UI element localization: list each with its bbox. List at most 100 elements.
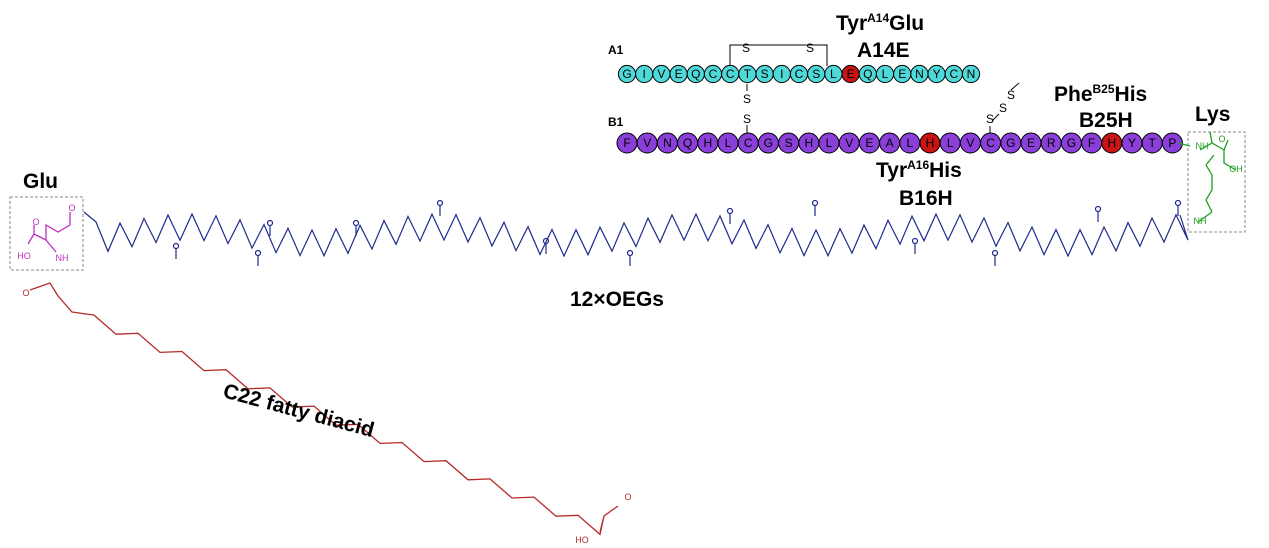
mutation-b16-name: TyrA16His — [876, 158, 962, 182]
chain-b-residue-letter: L — [906, 136, 913, 150]
carbonyl-oxygen — [991, 249, 999, 257]
glu-box — [9, 196, 84, 271]
mutation-a14-name: TyrA14Glu — [836, 11, 924, 35]
sulfur-atom: S — [806, 41, 814, 55]
chain-a-residue: S — [755, 64, 774, 84]
carbonyl-oxygen — [436, 199, 444, 207]
chain-a-residue: E — [669, 64, 688, 84]
chain-a-residue-letter: T — [744, 67, 752, 81]
chain-a-residue-letter: N — [915, 67, 924, 81]
chain-a-residue-letter: S — [761, 67, 769, 81]
chain-a-residue-letter: L — [882, 67, 889, 81]
chain-b-residue-letter: G — [1006, 136, 1015, 150]
chain-b-residue-letter: E — [865, 136, 873, 150]
chain-b-residue: V — [959, 132, 981, 154]
chain-b-residue-letter: R — [1047, 136, 1056, 150]
lys-moiety: Lys NH O OH NH — [1177, 103, 1246, 233]
mutation-b16-code: B16H — [899, 187, 953, 210]
chain-a-residue-letter: C — [795, 67, 804, 81]
chain-a-residue: E — [893, 64, 912, 84]
chain-b-residue-letter: L — [725, 136, 732, 150]
chain-a-residue: S — [807, 64, 826, 84]
glu-moiety: Glu O HO O NH — [9, 170, 84, 271]
chain-a-residue-letter: I — [780, 67, 783, 81]
lys-oh-text: OH — [1229, 164, 1243, 174]
disulfide-bonds — [729, 44, 1020, 133]
chain-a-residue: Q — [686, 64, 705, 84]
chain-b-residue: H — [798, 132, 820, 154]
chain-b-residue-letter: N — [663, 136, 672, 150]
chain-b-residue-letter: H — [804, 136, 813, 150]
carbonyl-oxygen — [266, 219, 274, 227]
fatty-o2-text: O — [624, 492, 631, 502]
carbonyl-oxygen — [542, 237, 550, 245]
chain-a-residue-letter: Q — [691, 67, 700, 81]
chain-b-residue: T — [1141, 132, 1163, 154]
chain-b-residue-letter: H — [926, 136, 935, 150]
sulfur-atoms: S S S S S S S — [742, 41, 1015, 126]
chain-b-residue: H — [1101, 132, 1123, 154]
chain-a-residue-letter: C — [726, 67, 735, 81]
chain-b-residue: P — [1161, 132, 1183, 154]
chain-a-residue: C — [721, 64, 740, 84]
oeg-linker — [83, 199, 1189, 266]
chain-b-residue-letter: P — [1168, 136, 1176, 150]
carbonyl-oxygen — [352, 219, 360, 227]
chain-b-residue: V — [838, 132, 860, 154]
chain-b-residue-bead — [1161, 132, 1183, 154]
mutation-a14-code: A14E — [857, 39, 910, 62]
chain-b-label: B1 — [608, 115, 624, 129]
chain-b-residue-letter: G — [764, 136, 773, 150]
chain-b-residue: G — [1000, 132, 1022, 154]
chain-b-residue-letter: V — [643, 136, 651, 150]
carbonyl-oxygen — [254, 249, 262, 257]
chain-b-residue-letter: F — [623, 136, 630, 150]
chain-b-residue: L — [899, 132, 921, 154]
mutation-label-b25: PheB25His B25H — [1054, 82, 1147, 132]
chain-a-residue: L — [824, 64, 843, 84]
lys-label: Lys — [1195, 103, 1230, 126]
chain-a-residue: L — [875, 64, 895, 84]
chain-b-residue: C — [980, 132, 1002, 154]
chain-b-residue-letter: L — [826, 136, 833, 150]
chain-a-residue-letter: L — [830, 67, 837, 81]
chain-b-residue-letter: A — [886, 136, 894, 150]
chain-b-residue: R — [1040, 132, 1062, 154]
chain-a-residue: G — [617, 64, 637, 84]
fatty-chain — [29, 282, 619, 536]
fatty-label: C22 fatty diacid — [221, 380, 377, 442]
carbonyl-oxygen — [726, 207, 734, 215]
sulfur-atom: S — [743, 112, 751, 126]
chain-a-residue-letter: E — [898, 67, 906, 81]
mutation-b25-name: PheB25His — [1054, 82, 1147, 106]
chain-b-residue: E — [1020, 132, 1042, 154]
chain-b-residue: E — [858, 132, 880, 154]
carbonyl-oxygen — [1094, 205, 1102, 213]
chain-b-residue-letter: V — [966, 136, 974, 150]
chain-b-residue: H — [919, 132, 941, 154]
chain-b-residue: Y — [1121, 132, 1143, 154]
chain-a-residue: N — [910, 64, 929, 84]
carbonyl-oxygen — [1174, 199, 1182, 207]
chain-a-residue-letter: E — [847, 67, 855, 81]
chain-a-residue: C — [944, 64, 963, 84]
glu-ho-text: HO — [17, 251, 31, 261]
chain-a-residue-letter: C — [949, 67, 958, 81]
chain-a-residue-letter: S — [812, 67, 820, 81]
sulfur-atom: S — [1007, 88, 1015, 102]
chain-b-residue: A — [879, 132, 901, 154]
chain-b-residue: L — [717, 132, 739, 154]
mutation-label-a14: TyrA14Glu A14E — [836, 11, 924, 62]
glu-o2-text: O — [32, 217, 39, 227]
chain-a-residue-letter: G — [622, 67, 631, 81]
chain-b-residue-letter: Q — [683, 136, 692, 150]
sulfur-atom: S — [986, 112, 994, 126]
chain-a-label: A1 — [608, 43, 624, 57]
chain-b-residue: V — [636, 132, 658, 154]
glu-o-text: O — [68, 203, 75, 213]
chain-b-residue: C — [737, 132, 759, 154]
disulfide-a20-b19-mid — [991, 113, 1000, 122]
chain-a-residue-letter: V — [657, 67, 665, 81]
glu-nh-text: NH — [56, 253, 69, 263]
